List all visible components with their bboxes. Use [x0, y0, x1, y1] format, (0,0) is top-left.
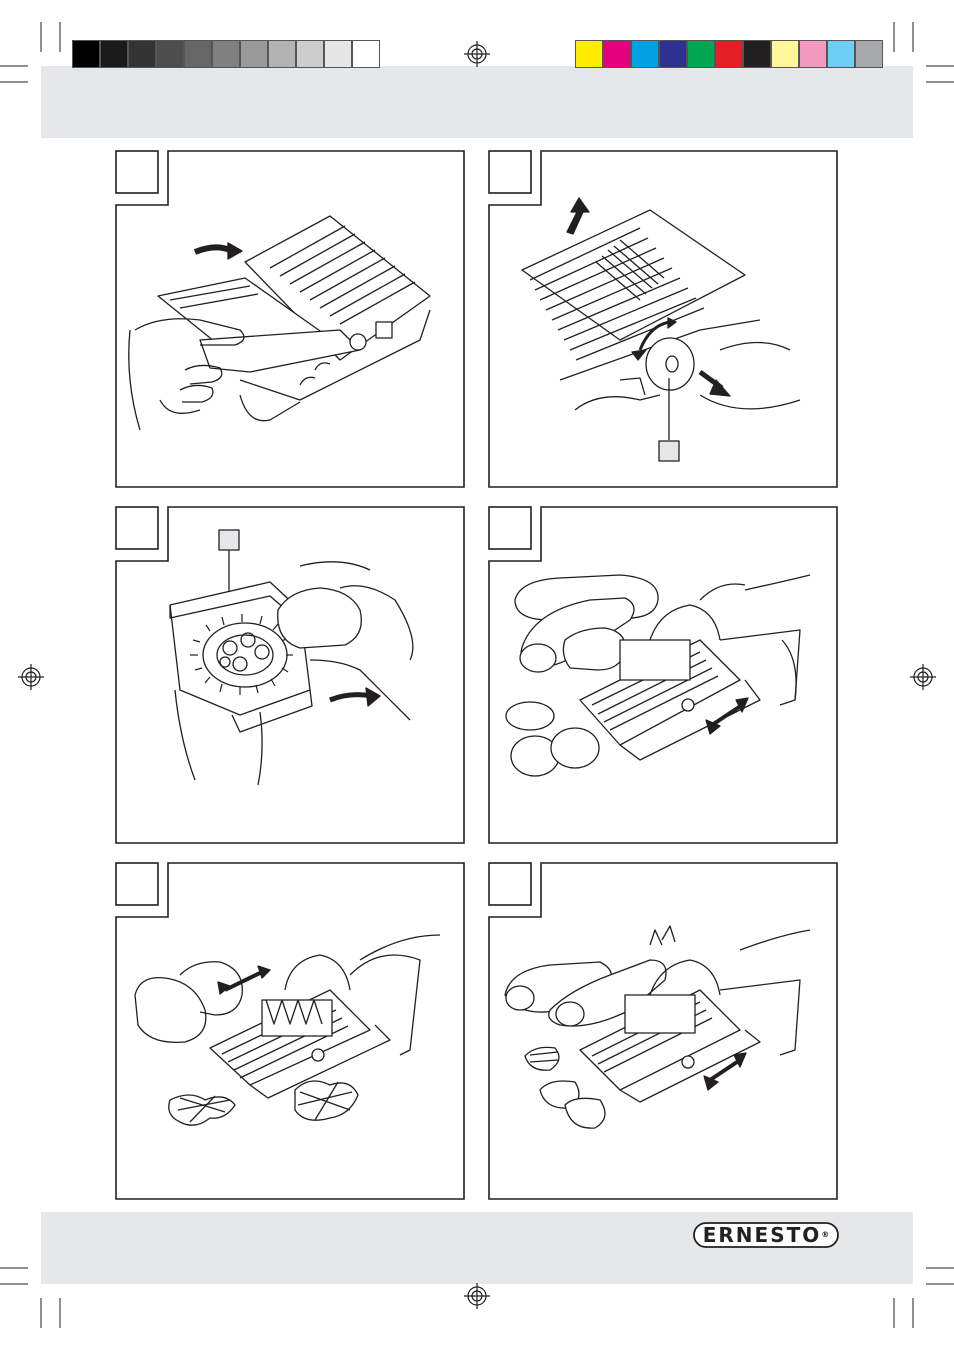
arrow-up-icon — [566, 197, 590, 235]
grayscale-bar-swatch — [352, 40, 380, 68]
grayscale-bar-swatch — [100, 40, 128, 68]
logo-text: ERNESTO® — [693, 1222, 839, 1248]
grayscale-bar-swatch — [212, 40, 240, 68]
color-bar-swatch — [659, 40, 687, 68]
grayscale-bar-swatch — [268, 40, 296, 68]
arrow-icon — [365, 687, 381, 707]
grayscale-bar-swatch — [156, 40, 184, 68]
panel-6-number-box — [488, 862, 532, 906]
panel-1-number-box — [115, 150, 159, 194]
panel-2-frame — [488, 150, 838, 488]
rotate-arrow-icon — [631, 349, 647, 361]
color-bar-swatch — [575, 40, 603, 68]
grayscale-bar-swatch — [128, 40, 156, 68]
callout-box — [658, 440, 680, 462]
panel-4-number-box — [488, 506, 532, 550]
panel-5-number-box — [115, 862, 159, 906]
grayscale-bar-swatch — [184, 40, 212, 68]
arrow-icon — [227, 242, 243, 260]
grayscale-bar-swatch — [296, 40, 324, 68]
logo-wordmark: ERNESTO — [702, 1223, 822, 1247]
color-bar-swatch — [827, 40, 855, 68]
double-arrow-icon — [217, 981, 231, 995]
color-bar-swatch — [799, 40, 827, 68]
grayscale-bar-swatch — [324, 40, 352, 68]
grayscale-bar-swatch — [240, 40, 268, 68]
double-arrow-icon — [703, 1075, 719, 1091]
panel-2-number-box — [488, 150, 532, 194]
panel-3-number-box — [115, 506, 159, 550]
grayscale-bar-swatch — [72, 40, 100, 68]
color-bar-swatch — [743, 40, 771, 68]
logo-registered-mark: ® — [821, 1230, 830, 1239]
color-bar-swatch — [631, 40, 659, 68]
color-bar-swatch — [603, 40, 631, 68]
color-bar-swatch — [687, 40, 715, 68]
double-arrow-icon — [705, 719, 721, 735]
header-band — [41, 66, 913, 138]
registration-marks — [18, 41, 936, 1309]
arrow-right-icon — [709, 379, 731, 397]
ernesto-logo: ERNESTO® — [693, 1222, 839, 1248]
color-bar-swatch — [715, 40, 743, 68]
color-bar-swatch — [855, 40, 883, 68]
color-bar-swatch — [771, 40, 799, 68]
